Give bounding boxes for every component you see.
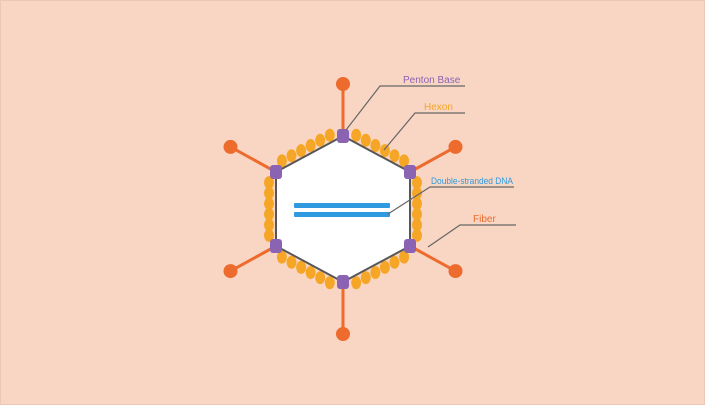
- hexon-bead: [370, 266, 381, 279]
- penton-base: [404, 239, 416, 253]
- fiber-knob: [448, 139, 463, 154]
- leader-dna: [387, 186, 514, 215]
- fiber-knob: [336, 77, 350, 91]
- hexon-bead: [360, 271, 371, 285]
- hexon-bead: [412, 207, 422, 221]
- penton-base: [270, 239, 282, 253]
- hexon-bead: [389, 255, 400, 269]
- hexon-bead: [412, 197, 422, 211]
- hexon-bead: [360, 133, 371, 147]
- hexon-bead: [264, 186, 274, 200]
- hexon-bead: [264, 176, 274, 190]
- dna-strands: [294, 203, 390, 217]
- leader-hexon: [383, 112, 465, 151]
- hexon-bead: [324, 276, 335, 290]
- leader-lines: [345, 85, 516, 248]
- hexon-bead: [370, 139, 381, 152]
- penton-base: [337, 275, 349, 289]
- hexon-bead: [412, 218, 422, 232]
- fiber-knob: [223, 139, 238, 154]
- hexon-bead: [399, 154, 410, 168]
- label-penton-base: Penton Base: [403, 75, 461, 86]
- penton-bases: [270, 129, 416, 289]
- hexon-bead: [264, 197, 274, 211]
- label-fiber: Fiber: [473, 214, 496, 225]
- fiber-shaft: [229, 145, 277, 174]
- hexon-bead: [412, 176, 422, 190]
- fiber-shaft: [409, 244, 457, 273]
- label-dna: Double-stranded DNA: [431, 176, 513, 186]
- label-hexon: Hexon: [424, 102, 453, 113]
- hexon-bead: [264, 228, 274, 242]
- hexon-bead: [399, 250, 410, 264]
- fiber-knob: [336, 327, 350, 341]
- dna-strand-1: [294, 203, 390, 208]
- hexon-bead: [351, 128, 362, 142]
- hexon-bead: [305, 266, 316, 279]
- hexon-proteins: [264, 128, 422, 290]
- hexon-bead: [315, 133, 326, 147]
- hexon-bead: [276, 154, 287, 168]
- hexon-bead: [351, 276, 362, 290]
- hexon-bead: [296, 260, 307, 274]
- dna-strand-2: [294, 212, 390, 217]
- penton-base: [404, 165, 416, 179]
- hexon-bead: [389, 149, 400, 163]
- fiber-shaft: [229, 244, 277, 273]
- leader-penton-base: [345, 85, 465, 131]
- hexon-bead: [286, 255, 297, 269]
- hexon-bead: [379, 144, 390, 158]
- fibers: [223, 77, 463, 341]
- fiber-shaft: [409, 145, 457, 174]
- hexon-bead: [305, 139, 316, 152]
- hexon-bead: [286, 149, 297, 163]
- hexon-bead: [296, 144, 307, 158]
- hexon-bead: [315, 271, 326, 285]
- hexon-bead: [264, 218, 274, 232]
- hexon-bead: [264, 207, 274, 221]
- hexon-bead: [412, 228, 422, 242]
- fiber-knob: [223, 264, 238, 279]
- penton-base: [270, 165, 282, 179]
- hexon-bead: [324, 128, 335, 142]
- leader-fiber: [427, 224, 516, 248]
- penton-base: [337, 129, 349, 143]
- fiber-knob: [448, 264, 463, 279]
- hexon-bead: [379, 260, 390, 274]
- hexon-bead: [276, 250, 287, 264]
